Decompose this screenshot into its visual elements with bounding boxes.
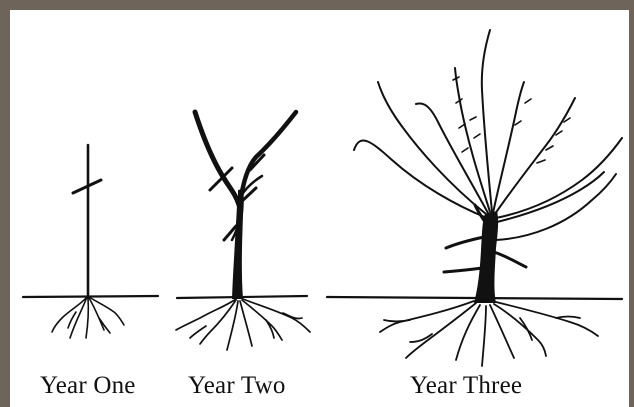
year-three-trunk <box>474 211 498 303</box>
year-two-left-leader <box>195 112 239 205</box>
year-two-roots <box>176 299 310 350</box>
year-three-scaffold-branches <box>354 30 622 240</box>
caption-year-one: Year One <box>40 372 136 400</box>
year-three-tree <box>327 30 622 366</box>
year-one-ground-line <box>23 296 158 297</box>
year-one-tree <box>23 145 158 338</box>
year-three-ground-line <box>327 297 622 299</box>
year-one-roots <box>52 297 124 338</box>
caption-year-two: Year Two <box>188 372 286 400</box>
year-three-roots <box>380 301 598 366</box>
year-two-tree <box>176 112 310 350</box>
caption-year-three: Year Three <box>410 372 522 400</box>
year-two-right-leader <box>240 112 296 205</box>
